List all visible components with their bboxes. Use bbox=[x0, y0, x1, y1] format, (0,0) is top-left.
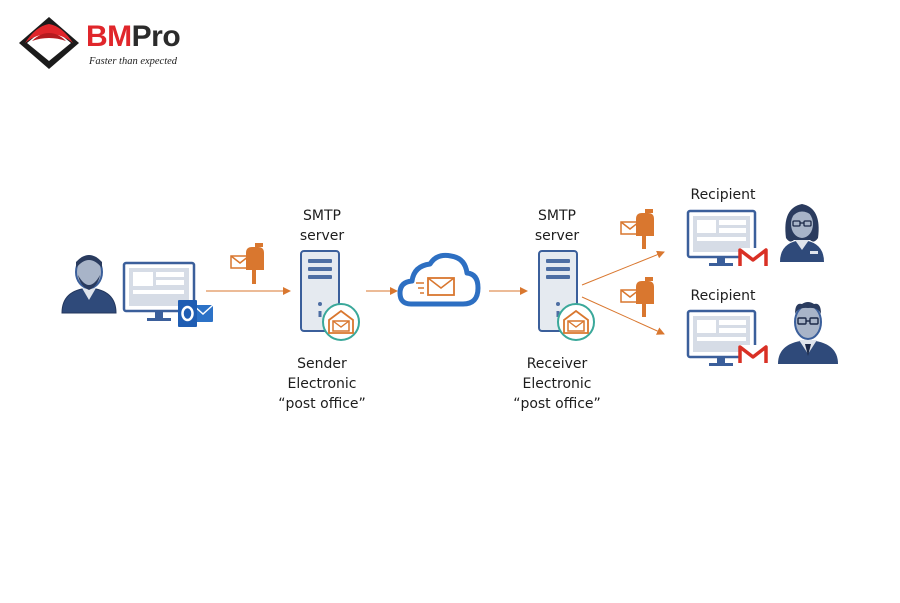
recipient-1-label: Recipient bbox=[690, 187, 756, 203]
recipient-man-icon bbox=[778, 302, 838, 364]
recipient-2-monitor-icon bbox=[686, 309, 757, 366]
mailbox-icon bbox=[230, 243, 264, 284]
mailbox-icon bbox=[620, 209, 654, 249]
gmail-icon bbox=[738, 248, 768, 267]
post-office-icon bbox=[322, 303, 360, 341]
receiver-server-caption: Receiver Electronic “post office” bbox=[513, 356, 601, 412]
receiver-server-title: SMTP server bbox=[534, 208, 580, 244]
recipient-woman-icon bbox=[780, 204, 824, 262]
recipient-1-monitor-icon bbox=[686, 209, 757, 266]
sender-person-icon bbox=[61, 255, 117, 314]
gmail-icon bbox=[738, 345, 768, 364]
recipient-2-label: Recipient bbox=[690, 288, 756, 304]
mailbox-icon bbox=[620, 277, 654, 317]
logo-wordmark: BMPro bbox=[86, 20, 181, 53]
post-office-icon bbox=[557, 303, 595, 341]
sender-server-title: SMTP server bbox=[299, 208, 345, 244]
bmpro-logo-icon bbox=[19, 17, 79, 69]
sender-monitor-icon bbox=[122, 261, 196, 321]
logo-tagline: Faster than expected bbox=[89, 56, 178, 67]
sender-server-caption: Sender Electronic “post office” bbox=[278, 356, 366, 412]
outlook-icon bbox=[178, 300, 214, 327]
cloud-mail-icon bbox=[397, 252, 481, 307]
